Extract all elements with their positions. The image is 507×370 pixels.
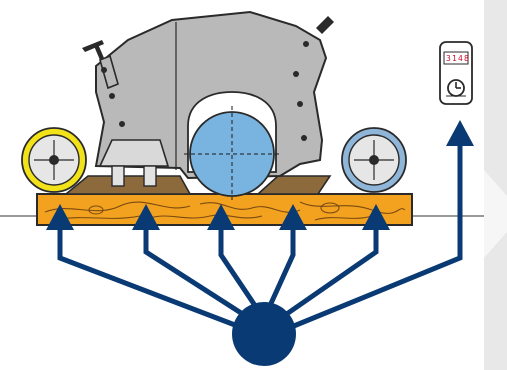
arrow-2-head [132,204,160,230]
chevron-right-icon [484,170,507,258]
arrow-3-head [207,204,235,230]
foot-bracket [98,139,170,167]
arrow-1-head [46,204,74,230]
counter-digit-3: 8 [464,54,469,63]
handle-post [99,54,119,90]
arrow-6-shaft [283,140,463,333]
base-shoe-rear [255,175,332,195]
arrow-heads [46,120,474,230]
rear-knob [316,16,334,34]
counter-digit-1: 1 [452,54,457,63]
side-panel [484,0,507,370]
base-shoe-front [63,175,192,195]
clamp-left [111,165,125,187]
counter-device-icon: 3 1 4 8 [439,41,473,105]
handle-grip [82,40,104,52]
arrow-5-head [362,204,390,230]
arrow-1-shaft [57,225,249,333]
arrow-2-shaft [143,225,254,323]
front-roller-icon [21,127,87,193]
hub-icon [232,302,296,366]
rivets [101,41,309,151]
arrow-4-shaft [265,225,296,312]
arrow-5-shaft [276,225,379,323]
counter-digit-0: 3 [446,54,451,63]
blade-icon [184,106,280,200]
handle-stem [94,44,104,60]
clamp-right [143,165,157,187]
counter-window [443,51,469,65]
rear-roller-icon [341,127,407,193]
arrow-3-shaft [218,225,261,312]
blade-disc [189,111,275,197]
arrow-6-head [446,120,474,146]
arrow-shafts [57,140,463,333]
counter-digit-2: 4 [458,54,463,63]
arrow-4-head [279,204,307,230]
